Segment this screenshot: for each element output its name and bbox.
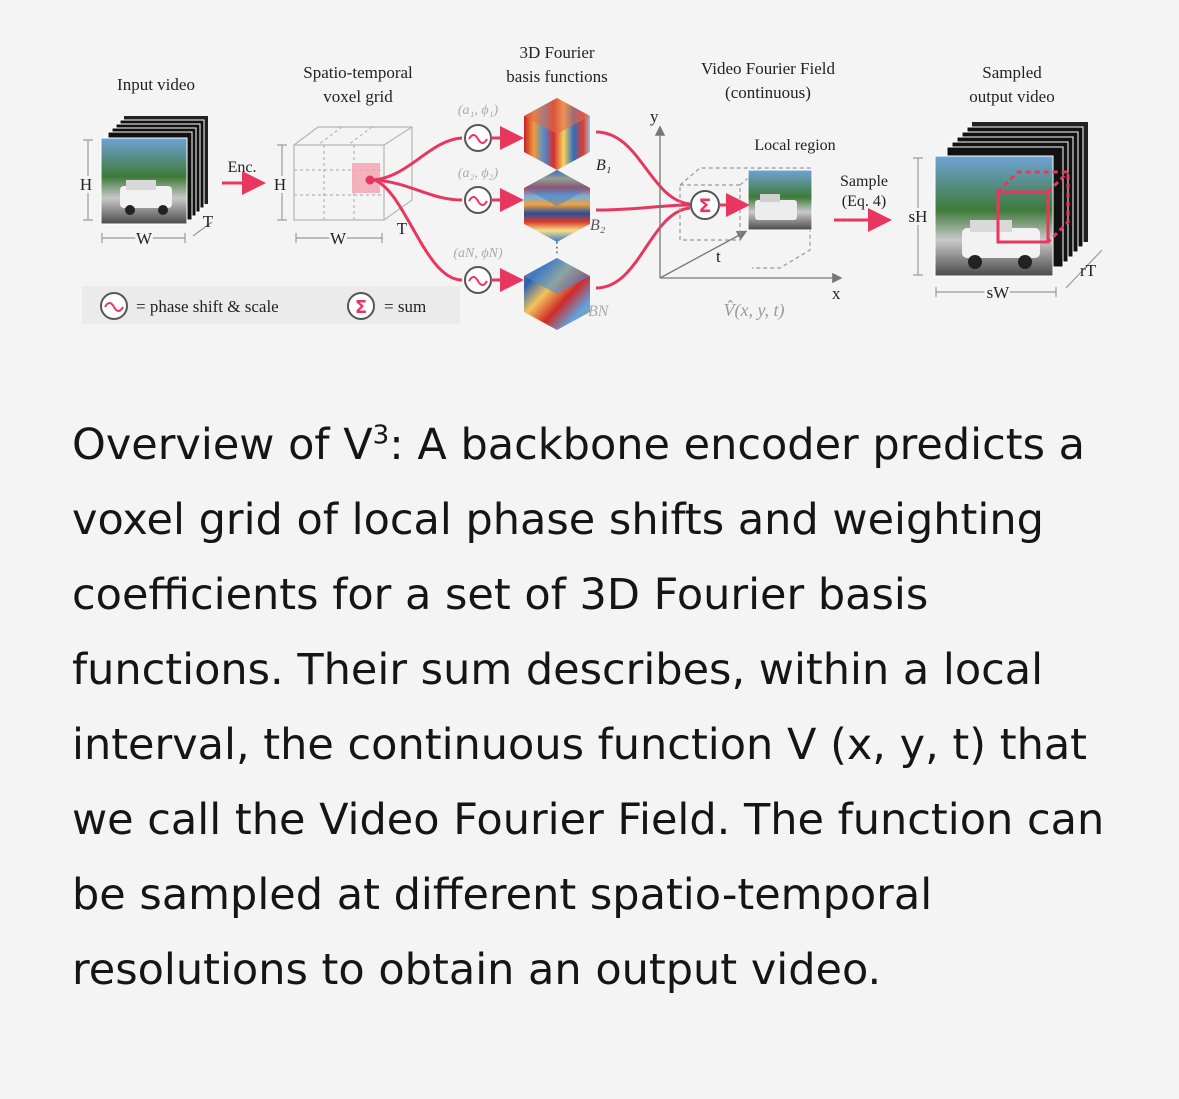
coefficient-curves	[373, 136, 463, 282]
input-t-label: T	[203, 212, 214, 231]
input-h-label: H	[80, 175, 92, 194]
output-video-label-1: Sampled	[982, 63, 1042, 82]
sum-icon: Σ	[690, 190, 720, 220]
voxel-w-label: W	[330, 229, 347, 248]
basis-cube-2	[524, 170, 590, 242]
input-dimension-marks	[83, 139, 213, 243]
output-t-label: rT	[1080, 261, 1097, 280]
local-region-patch	[747, 169, 813, 231]
field-label-1: Video Fourier Field	[701, 59, 836, 78]
legend-phase-icon	[100, 292, 128, 320]
phase-shift-icon	[464, 186, 492, 214]
sum-curves	[595, 130, 691, 290]
local-region-label: Local region	[754, 137, 835, 154]
caption-title: Overview of V3:	[72, 420, 404, 470]
input-video-frames	[100, 116, 208, 225]
basis-1-label: B₁	[596, 157, 611, 174]
phase-shift-icon	[464, 124, 492, 152]
field-label-2: (continuous)	[725, 83, 811, 102]
voxel-grid-label-2: voxel grid	[323, 87, 393, 106]
basis-cube-n	[524, 258, 590, 330]
architecture-figure: Input video H W T Enc. Spatio-temporal v…	[0, 0, 1179, 350]
legend-sum-icon: Σ	[347, 292, 375, 320]
basis-arrows	[491, 126, 524, 292]
basis-cube-1	[524, 98, 590, 170]
coefficient-2-label: (a₂, ϕ₂)	[458, 166, 499, 181]
coefficient-1-label: (a₁, ϕ₁)	[458, 103, 499, 118]
voxel-t-label: T	[397, 219, 408, 238]
field-axes	[654, 125, 843, 284]
field-function-label: V̂(x, y, t)	[724, 300, 785, 321]
axis-x-label: x	[832, 284, 841, 303]
axis-t-label: t	[716, 247, 721, 266]
coefficient-n-label: (aN, ϕN)	[453, 246, 503, 261]
basis-2-label: B₂	[590, 217, 606, 234]
basis-label-1: 3D Fourier	[519, 43, 594, 62]
sample-label-2: (Eq. 4)	[842, 193, 886, 210]
output-dimension-marks	[913, 157, 1103, 297]
svg-text:Σ: Σ	[699, 195, 712, 217]
input-video-label: Input video	[117, 75, 195, 94]
caption-body: A backbone encoder predicts a voxel grid…	[72, 420, 1105, 995]
figure-caption: Overview of V3: A backbone encoder predi…	[72, 408, 1132, 1008]
output-w-label: sW	[987, 283, 1011, 302]
legend-phase-text: = phase shift & scale	[136, 297, 279, 316]
phase-shift-icon	[464, 266, 492, 294]
output-h-label: sH	[909, 207, 928, 226]
svg-text:Σ: Σ	[355, 297, 367, 318]
input-w-label: W	[136, 229, 153, 248]
svg-text:⋮: ⋮	[550, 240, 564, 256]
voxel-center-dot	[365, 175, 375, 185]
legend-sum-text: = sum	[384, 297, 426, 316]
encoder-label: Enc.	[228, 159, 257, 176]
output-video-frames	[934, 122, 1088, 277]
legend-box	[82, 286, 460, 324]
voxel-h-label: H	[274, 175, 286, 194]
sample-label-1: Sample	[840, 173, 888, 190]
voxel-dimension-marks	[277, 144, 383, 243]
output-video-label-2: output video	[969, 87, 1054, 106]
axis-y-label: y	[650, 107, 659, 126]
basis-label-2: basis functions	[506, 67, 608, 86]
basis-n-label: BN	[588, 303, 610, 320]
voxel-grid-label-1: Spatio-temporal	[303, 63, 413, 82]
